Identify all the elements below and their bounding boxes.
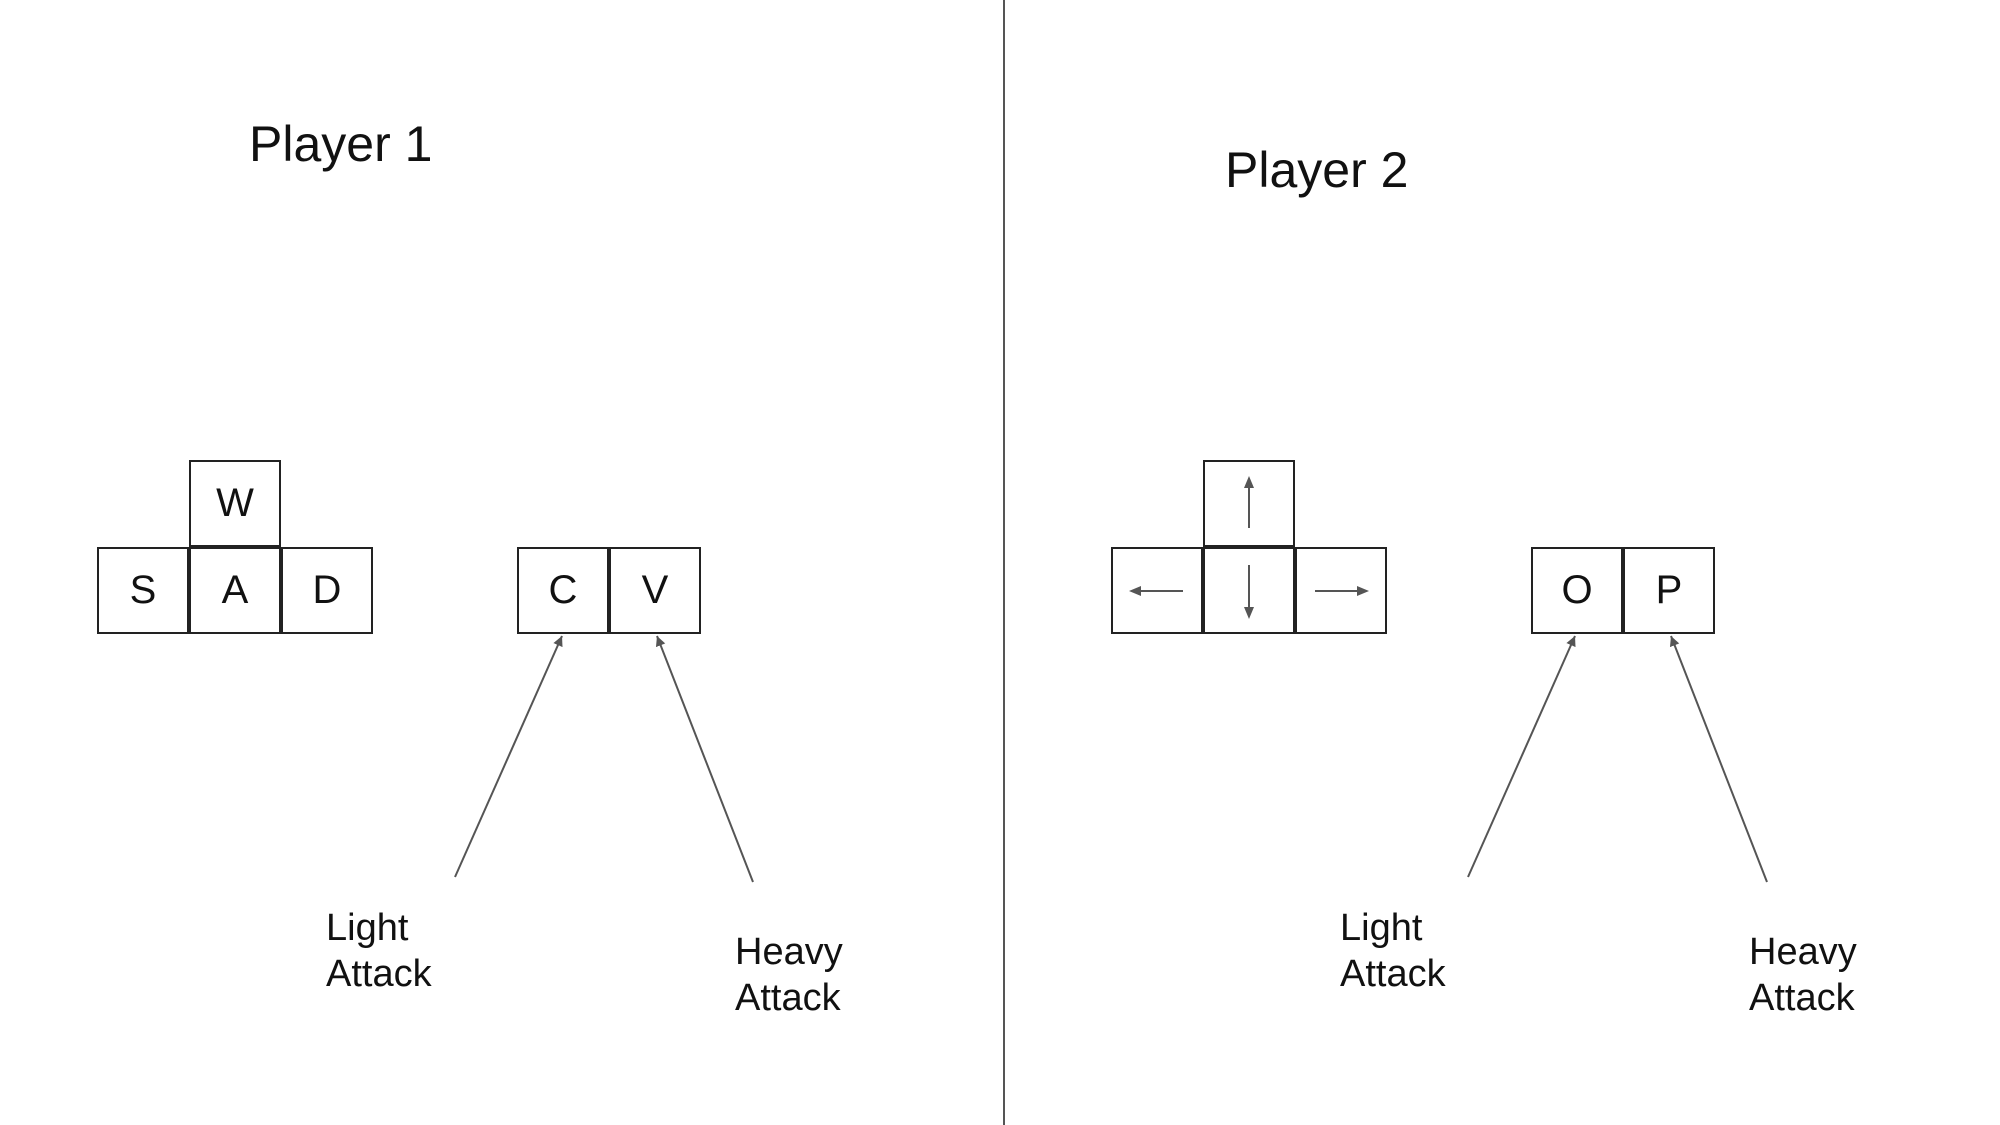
player2-heavy-attack-label: Heavy Attack <box>1749 929 1857 1021</box>
key-d: D <box>281 547 373 634</box>
key-arrow-down <box>1203 547 1295 634</box>
key-o: O <box>1531 547 1623 634</box>
arrow-down-icon <box>1244 564 1254 619</box>
key-v: V <box>609 547 701 634</box>
player1-light-attack-arrow <box>454 635 563 878</box>
key-arrow-right <box>1295 547 1387 634</box>
light-attack-line1: Light <box>326 907 409 949</box>
arrow-right-icon <box>1315 585 1369 596</box>
key-s: S <box>97 547 189 634</box>
player-divider <box>1003 0 1005 1125</box>
player1-heavy-attack-arrow <box>655 635 754 883</box>
player2-light-attack-arrow <box>1467 635 1576 878</box>
heavy-attack-line1: Heavy <box>735 931 843 973</box>
arrow-left-icon <box>1129 585 1183 596</box>
key-a: A <box>189 547 281 634</box>
heavy-attack-line2: Attack <box>735 977 841 1019</box>
key-arrow-up <box>1203 460 1295 547</box>
key-c: C <box>517 547 609 634</box>
player1-heavy-attack-label: Heavy Attack <box>735 929 843 1021</box>
key-p: P <box>1623 547 1715 634</box>
key-w: W <box>189 460 281 547</box>
light-attack-line1: Light <box>1340 907 1423 949</box>
light-attack-line2: Attack <box>1340 953 1446 995</box>
heavy-attack-line1: Heavy <box>1749 931 1857 973</box>
light-attack-line2: Attack <box>326 953 432 995</box>
player2-light-attack-label: Light Attack <box>1340 905 1446 997</box>
key-arrow-left <box>1111 547 1203 634</box>
player1-light-attack-label: Light Attack <box>326 905 432 997</box>
player1-title: Player 1 <box>249 116 433 172</box>
arrow-up-icon <box>1244 475 1254 528</box>
heavy-attack-line2: Attack <box>1749 977 1855 1019</box>
player2-heavy-attack-arrow <box>1669 635 1768 883</box>
player2-title: Player 2 <box>1225 142 1409 198</box>
